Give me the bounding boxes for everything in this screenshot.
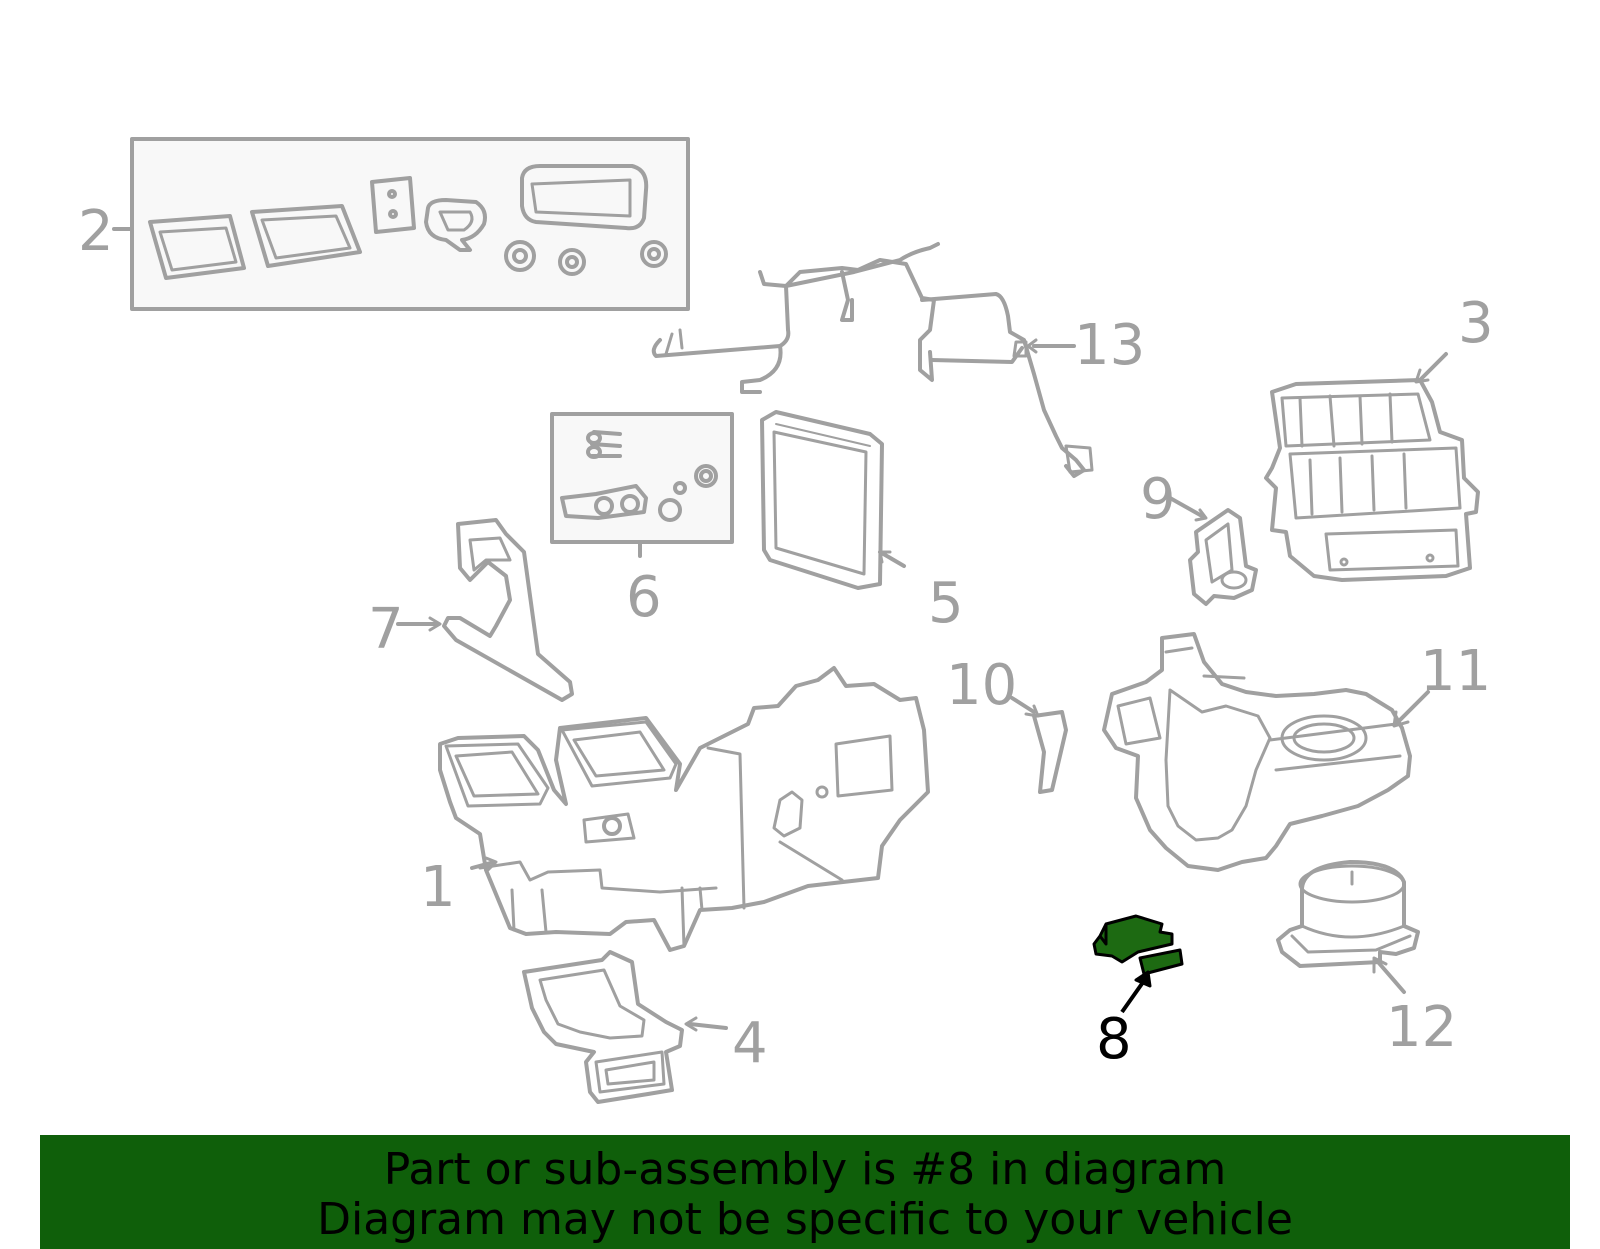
callout-11: 11 — [1420, 639, 1491, 704]
part-2-outlet-bezel-kit[interactable] — [112, 137, 690, 311]
callout-3: 3 — [1458, 291, 1494, 356]
callout-2: 2 — [78, 199, 114, 264]
part-11-blower-housing[interactable] — [1102, 632, 1430, 872]
callout-1: 1 — [420, 855, 456, 920]
callout-12: 12 — [1386, 995, 1457, 1060]
callout-5: 5 — [928, 571, 964, 636]
part-1-hvac-housing[interactable] — [438, 666, 930, 952]
part-3-upper-housing[interactable] — [1264, 352, 1480, 582]
part-8-blower-resistor[interactable] — [1092, 914, 1184, 1014]
callout-9: 9 — [1140, 467, 1176, 532]
part-6-hardware-kit[interactable] — [550, 412, 734, 558]
callout-7: 7 — [368, 597, 404, 662]
part-9-actuator[interactable] — [1168, 496, 1258, 606]
part-12-blower-motor[interactable] — [1276, 860, 1420, 994]
part-4-floor-duct[interactable] — [522, 950, 728, 1104]
callout-4: 4 — [732, 1011, 768, 1076]
callout-6: 6 — [626, 565, 662, 630]
callout-8: 8 — [1096, 1007, 1132, 1072]
part-13-wiring-harness[interactable] — [651, 242, 1094, 478]
part-5-evaporator-core[interactable] — [760, 410, 906, 590]
part-10-seal[interactable] — [1010, 696, 1068, 794]
banner-line-2: Diagram may not be specific to your vehi… — [317, 1194, 1293, 1245]
callout-13: 13 — [1074, 313, 1145, 378]
banner-line-1: Part or sub-assembly is #8 in diagram — [383, 1144, 1227, 1195]
callout-10: 10 — [946, 653, 1017, 718]
part-7-duct[interactable] — [396, 518, 574, 702]
info-banner: Part or sub-assembly is #8 in diagram Di… — [40, 1135, 1570, 1249]
